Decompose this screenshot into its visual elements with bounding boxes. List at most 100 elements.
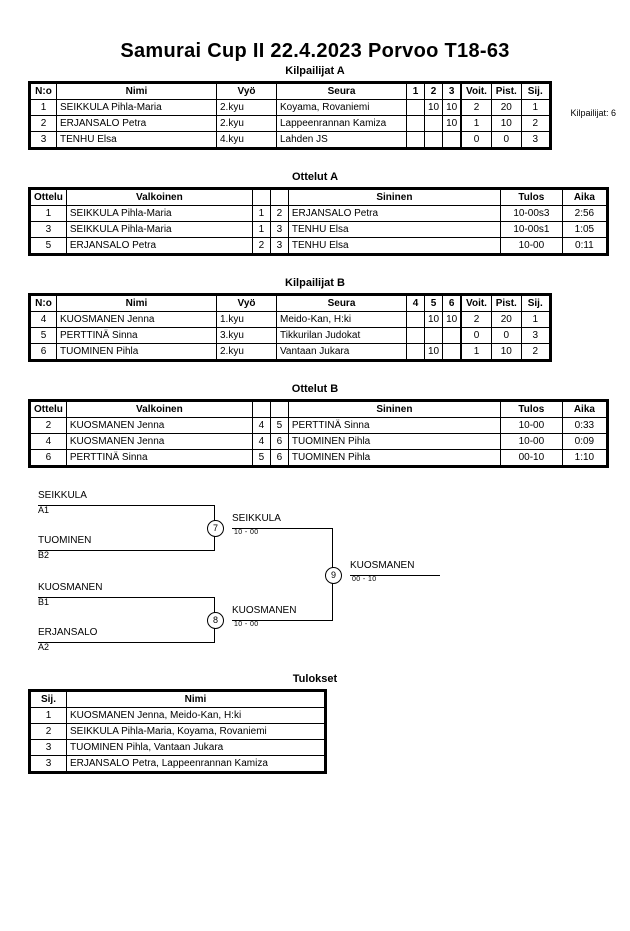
pool-a-col-points: Pist. — [490, 83, 522, 100]
matches-a-r1-result: 10-00s1 — [499, 221, 563, 238]
pool-a-r0-s1 — [406, 99, 425, 116]
table-row: 2 SEIKKULA Pihla-Maria, Koyama, Rovaniem… — [30, 723, 325, 740]
pool-a-r2-belt: 4.kyu — [216, 131, 277, 148]
results-r2-name: TUOMINEN Pihla, Vantaan Jukara — [66, 739, 325, 756]
matches-b-r1-bno: 6 — [269, 433, 289, 450]
matches-b-r1-blue: TUOMINEN Pihla — [287, 433, 501, 450]
matches-a-col-match: Ottelu — [30, 189, 67, 206]
bracket-node-7: 7 — [207, 520, 224, 537]
results-title: Tulokset — [292, 673, 338, 685]
pool-b-r2-s3 — [442, 343, 462, 360]
pool-b-r0-no: 4 — [30, 311, 57, 328]
pool-b-r1-no: 5 — [30, 327, 57, 344]
pool-a-col-s3: 3 — [442, 83, 462, 100]
elimination-bracket: SEIKKULA A1 TUOMINEN B2 7 SEIKKULA 10 - … — [0, 487, 630, 667]
pool-b-r1-wins: 0 — [460, 327, 492, 344]
matches-a-r0-white: SEIKKULA Pihla-Maria — [65, 205, 253, 222]
bracket-entry-2-seed: B1 — [38, 597, 50, 607]
pool-b-r2-name: TUOMINEN Pihla — [56, 343, 217, 360]
pool-a-r2-name: TENHU Elsa — [56, 131, 217, 148]
page-title: Samurai Cup II 22.4.2023 Porvoo T18-63 — [120, 40, 510, 62]
matches-a-r1-match: 3 — [30, 221, 67, 238]
results-r0-name: KUOSMANEN Jenna, Meido-Kan, H:ki — [66, 707, 325, 724]
matches-a-r2-blue: TENHU Elsa — [287, 237, 501, 254]
matches-b-r0-time: 0:33 — [561, 417, 607, 434]
pool-b-r0-s3: 10 — [442, 311, 462, 328]
pool-a-r2-points: 0 — [490, 131, 522, 148]
table-row: 3 TENHU Elsa 4.kyu Lahden JS 0 0 3 — [30, 131, 550, 148]
pool-b-col-belt: Vyö — [216, 295, 277, 312]
table-row: 5 PERTTINÄ Sinna 3.kyu Tikkurilan Judoka… — [30, 327, 550, 344]
pool-b-r1-club: Tikkurilan Judokat — [276, 327, 407, 344]
matches-a-col-time: Aika — [561, 189, 607, 206]
matches-b-col-wno — [251, 401, 271, 418]
matches-a-header-row: Ottelu Valkoinen Sininen Tulos Aika — [30, 189, 607, 206]
pool-a-r1-belt: 2.kyu — [216, 115, 277, 132]
bracket-node-9-winner: KUOSMANEN — [350, 560, 415, 571]
pool-a-col-name: Nimi — [56, 83, 217, 100]
table-row: 4 KUOSMANEN Jenna 1.kyu Meido-Kan, H:ki … — [30, 311, 550, 328]
table-row: 1 KUOSMANEN Jenna, Meido-Kan, H:ki — [30, 707, 325, 724]
bracket-node-7-winner: SEIKKULA — [232, 513, 281, 524]
matches-b-r2-bno: 6 — [269, 449, 289, 466]
matches-a-r1-blue: TENHU Elsa — [287, 221, 501, 238]
bracket-entry-3-seed: A2 — [38, 642, 50, 652]
results-col-name: Nimi — [66, 691, 325, 708]
results-r1-rank: 2 — [30, 723, 67, 740]
pool-b-r2-no: 6 — [30, 343, 57, 360]
matches-a-table-wrap: Ottelu Valkoinen Sininen Tulos Aika 1 SE… — [28, 187, 630, 261]
matches-a-r0-wno: 1 — [251, 205, 271, 222]
pool-b-col-s1: 4 — [406, 295, 425, 312]
matches-b-r0-blue: PERTTINÄ Sinna — [287, 417, 501, 434]
table-row: 4 KUOSMANEN Jenna 4 6 TUOMINEN Pihla 10-… — [30, 433, 607, 450]
matches-b-title: Ottelut B — [291, 383, 339, 395]
pool-b-col-s2: 5 — [423, 295, 444, 312]
matches-a-r0-time: 2:56 — [561, 205, 607, 222]
pool-a-r0-no: 1 — [30, 99, 57, 116]
matches-b-r2-wno: 5 — [251, 449, 271, 466]
matches-a-r1-time: 1:05 — [561, 221, 607, 238]
pool-a-r2-no: 3 — [30, 131, 57, 148]
pool-a-col-s1: 1 — [406, 83, 425, 100]
pool-a-r0-rank: 1 — [520, 99, 550, 116]
pool-b-r0-name: KUOSMANEN Jenna — [56, 311, 217, 328]
bracket-node-8-line — [232, 620, 332, 621]
matches-b-r2-white: PERTTINÄ Sinna — [65, 449, 253, 466]
matches-b-r1-wno: 4 — [251, 433, 271, 450]
pool-a-r0-s3: 10 — [442, 99, 462, 116]
bracket-entry-3-name: ERJANSALO — [38, 627, 98, 638]
matches-a-r0-bno: 2 — [269, 205, 289, 222]
matches-b-r1-match: 4 — [30, 433, 67, 450]
pool-b-r1-rank: 3 — [520, 327, 550, 344]
matches-b-r1-white: KUOSMANEN Jenna — [65, 433, 253, 450]
table-row: 5 ERJANSALO Petra 2 3 TENHU Elsa 10-00 0… — [30, 237, 607, 254]
matches-a-r0-blue: ERJANSALO Petra — [287, 205, 501, 222]
matches-a-r2-result: 10-00 — [499, 237, 563, 254]
pool-a-r0-club: Koyama, Rovaniemi — [276, 99, 407, 116]
bracket-entry-1-name: TUOMINEN — [38, 535, 92, 546]
bracket-node-7-line — [232, 528, 332, 529]
table-row: 6 TUOMINEN Pihla 2.kyu Vantaan Jukara 10… — [30, 343, 550, 360]
matches-b-col-white: Valkoinen — [65, 401, 253, 418]
pool-a-table: N:o Nimi Vyö Seura 1 2 3 Voit. Pist. Sij… — [30, 83, 550, 148]
pool-a-r0-wins: 2 — [460, 99, 492, 116]
matches-a-col-result: Tulos — [499, 189, 563, 206]
entrants-count: Kilpailijat: 6 — [570, 108, 616, 118]
table-row: 3 SEIKKULA Pihla-Maria 1 3 TENHU Elsa 10… — [30, 221, 607, 238]
pool-a-r2-wins: 0 — [460, 131, 492, 148]
matches-b-border: Ottelu Valkoinen Sininen Tulos Aika 2 KU… — [28, 399, 609, 468]
matches-a-r2-match: 5 — [30, 237, 67, 254]
bracket-node-9-line — [350, 575, 440, 576]
table-row: 1 SEIKKULA Pihla-Maria 2.kyu Koyama, Rov… — [30, 99, 550, 116]
pool-a-col-s2: 2 — [423, 83, 444, 100]
matches-a-table: Ottelu Valkoinen Sininen Tulos Aika 1 SE… — [30, 189, 607, 254]
matches-b-r1-time: 0:09 — [561, 433, 607, 450]
pool-a-r2-s1 — [406, 131, 425, 148]
bracket-entry-2-name: KUOSMANEN — [38, 582, 103, 593]
pool-b-r0-points: 20 — [490, 311, 522, 328]
matches-b-table-wrap: Ottelu Valkoinen Sininen Tulos Aika 2 KU… — [28, 399, 630, 473]
pool-b-r0-rank: 1 — [520, 311, 550, 328]
pool-b-r1-belt: 3.kyu — [216, 327, 277, 344]
table-row: 6 PERTTINÄ Sinna 5 6 TUOMINEN Pihla 00-1… — [30, 449, 607, 466]
pool-b-table: N:o Nimi Vyö Seura 4 5 6 Voit. Pist. Sij… — [30, 295, 550, 360]
